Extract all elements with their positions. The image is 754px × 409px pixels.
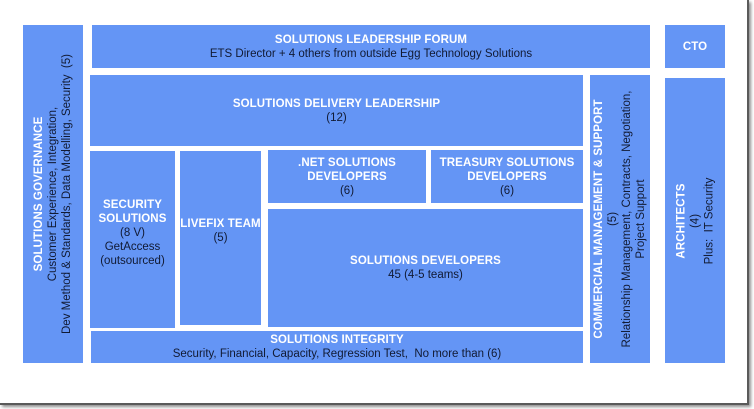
livefix-title: LIVEFIX TEAM (180, 218, 261, 230)
solutions-developers-box: SOLUTIONS DEVELOPERS 45 (4-5 teams) (268, 209, 583, 327)
solutions-governance-box: SOLUTIONS GOVERNANCE Customer Experience… (23, 25, 83, 363)
solutions-governance-title: SOLUTIONS GOVERNANCE (33, 116, 45, 272)
delivery-leadership-title: SOLUTIONS DELIVERY LEADERSHIP (232, 97, 441, 110)
architects-box: ARCHITECTS (4) Plus: IT Security (665, 78, 725, 363)
architects-line1: Plus: IT Security (703, 177, 715, 264)
leadership-forum-title: SOLUTIONS LEADERSHIP FORUM (274, 33, 468, 46)
treasury-developers-title-1: TREASURY SOLUTIONS (439, 156, 575, 169)
net-developers-title-2: DEVELOPERS (307, 170, 387, 183)
architects-title: ARCHITECTS (675, 182, 687, 259)
commercial-title: COMMERCIAL MANAGEMENT & SUPPORT (593, 99, 605, 339)
solutions-developers-count: 45 (4-5 teams) (388, 269, 463, 281)
commercial-management-support-box: COMMERCIAL MANAGEMENT & SUPPORT (5) Rela… (590, 75, 650, 363)
delivery-leadership-count: (12) (326, 111, 347, 124)
solutions-governance-label: SOLUTIONS GOVERNANCE Customer Experience… (23, 25, 83, 363)
treasury-solutions-developers-box: TREASURY SOLUTIONS DEVELOPERS (6) (431, 150, 583, 203)
security-solutions-box: SECURITY SOLUTIONS (8 V) GetAccess (outs… (90, 151, 175, 328)
security-solutions-line1: GetAccess (104, 240, 161, 253)
integrity-subtitle: Security, Financial, Capacity, Regressio… (172, 348, 502, 360)
commercial-line2: Project Support (635, 179, 647, 259)
solutions-delivery-leadership-box: SOLUTIONS DELIVERY LEADERSHIP (12) (90, 75, 583, 146)
solutions-governance-line2: Dev Method & Standards, Data Modelling, … (61, 54, 73, 334)
solutions-governance-count: (5) (61, 54, 73, 69)
solutions-integrity-box: SOLUTIONS INTEGRITY Security, Financial,… (91, 331, 583, 363)
security-solutions-count: (8 V) (120, 226, 145, 239)
solutions-developers-title: SOLUTIONS DEVELOPERS (350, 255, 501, 267)
net-solutions-developers-box: .NET SOLUTIONS DEVELOPERS (6) (268, 150, 426, 203)
leadership-forum-subtitle: ETS Director + 4 others from outside Egg… (209, 47, 533, 60)
solutions-governance-line1: Customer Experience, Integration, (47, 106, 59, 282)
net-developers-title-1: .NET SOLUTIONS (298, 156, 396, 169)
integrity-title: SOLUTIONS INTEGRITY (270, 334, 404, 346)
architects-label: ARCHITECTS (4) Plus: IT Security (665, 78, 725, 363)
security-solutions-title-1: SECURITY (103, 198, 162, 211)
treasury-developers-title-2: DEVELOPERS (467, 170, 547, 183)
cto-title: CTO (682, 40, 708, 53)
solutions-leadership-forum-box: SOLUTIONS LEADERSHIP FORUM ETS Director … (92, 25, 650, 68)
architects-count: (4) (689, 213, 701, 228)
commercial-count: (5) (607, 211, 619, 227)
livefix-team-box: LIVEFIX TEAM (5) (180, 151, 261, 325)
commercial-label: COMMERCIAL MANAGEMENT & SUPPORT (5) Rela… (590, 75, 650, 363)
net-developers-count: (6) (339, 184, 355, 197)
security-solutions-title-2: SOLUTIONS (98, 212, 167, 225)
security-solutions-line2: (outsourced) (100, 254, 165, 267)
treasury-developers-count: (6) (499, 184, 515, 197)
cto-box: CTO (665, 25, 725, 68)
livefix-count: (5) (213, 232, 228, 244)
commercial-line1: Relationship Management, Contracts, Nego… (621, 90, 633, 348)
